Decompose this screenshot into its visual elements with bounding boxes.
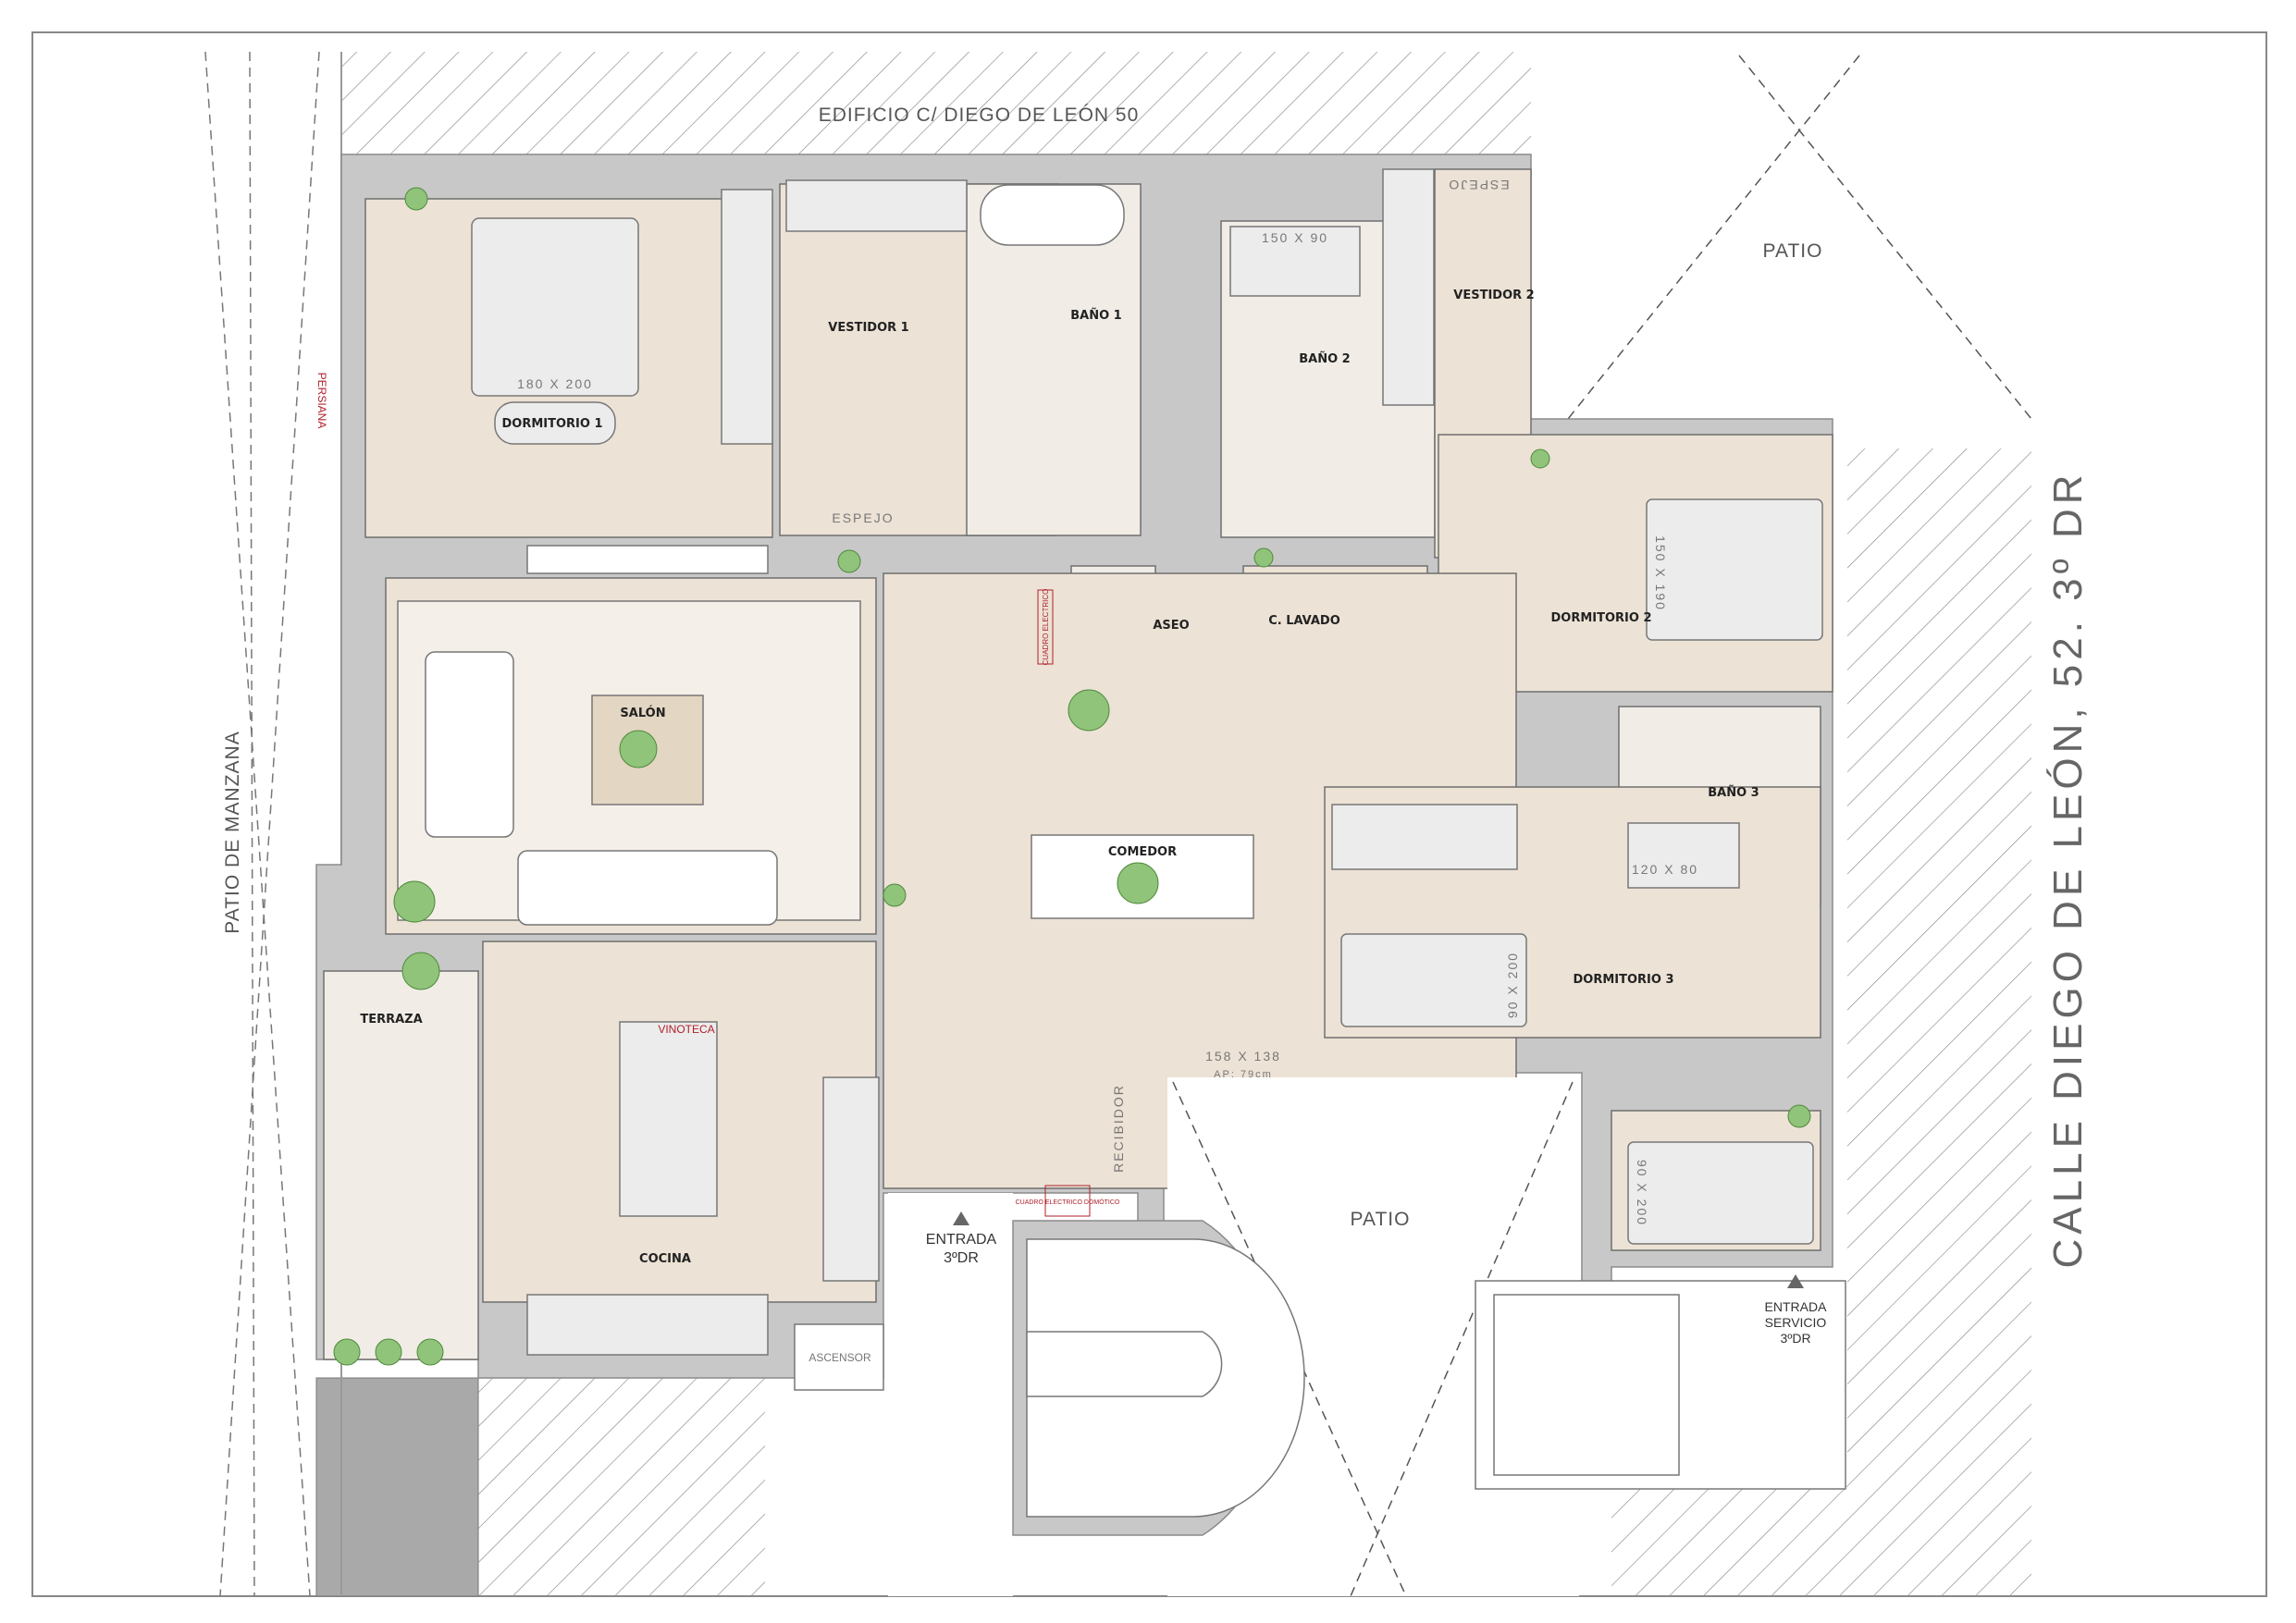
label-dormitorio-1: DORMITORIO 1 <box>501 417 602 431</box>
neighbour-bottom-left <box>478 1378 765 1596</box>
main-entrance-arrow-icon <box>953 1211 969 1225</box>
neighbour-building-right <box>1847 449 2031 1596</box>
shower-2-size: 150 X 90 <box>1262 230 1328 245</box>
cuadro-electrico-box-2 <box>1044 1185 1091 1217</box>
label-dormitorio-3: DORMITORIO 3 <box>1573 973 1673 987</box>
ascensor-box <box>794 1323 884 1391</box>
label-bano-1: BAÑO 1 <box>1070 308 1121 323</box>
window-ap: AP: 79cm <box>1214 1069 1273 1080</box>
espejo-2-label: ESPEJO <box>1447 178 1509 192</box>
label-bano-3: BAÑO 3 <box>1708 785 1759 800</box>
bed-2-size: 150 X 190 <box>1653 535 1668 611</box>
ascensor-label: ASCENSOR <box>809 1351 871 1364</box>
service-entrance-line2: SERVICIO <box>1765 1315 1827 1330</box>
street-label: CALLE DIEGO DE LEÓN, 52. 3º DR <box>2045 471 2091 1269</box>
patio-top-label: PATIO <box>1763 240 1823 262</box>
espejo-1-label: ESPEJO <box>832 510 894 525</box>
window-size: 158 X 138 <box>1205 1049 1281 1064</box>
patio-manzana-label: PATIO DE MANZANA <box>222 731 243 933</box>
label-c-lavado: C. LAVADO <box>1268 614 1340 628</box>
label-bano-2: BAÑO 2 <box>1299 351 1350 366</box>
label-dormitorio-2: DORMITORIO 2 <box>1550 611 1651 625</box>
shower-3-size: 120 X 80 <box>1632 862 1698 877</box>
neighbour-bottom-right <box>1611 1480 1847 1596</box>
cuadro-domotico-label: CUADRO ELECTRICO DOMÓTICO <box>1016 1198 1120 1206</box>
cuadro-electrico-box-1 <box>1037 589 1054 665</box>
service-entrance-line3: 3ºDR <box>1780 1331 1810 1346</box>
label-vestidor-1: VESTIDOR 1 <box>828 321 908 335</box>
terrace-bottom-tiles <box>315 1377 479 1597</box>
service-staircase <box>1475 1280 1846 1490</box>
vinoteca-label: VINOTECA <box>658 1023 714 1036</box>
plant-icons <box>333 187 1811 1366</box>
cuadro-electrico-label: CUADRO ELECTRICO <box>1042 589 1050 666</box>
patio-bottom-label: PATIO <box>1351 1209 1411 1230</box>
label-comedor: COMEDOR <box>1108 845 1177 859</box>
patio-manzana-lines <box>204 51 320 1597</box>
service-entrance-arrow-icon <box>1787 1274 1804 1288</box>
bed-4-size: 90 X 200 <box>1635 1160 1649 1226</box>
label-terraza: TERRAZA <box>360 1013 422 1027</box>
label-cocina: COCINA <box>639 1252 691 1266</box>
service-entrance-line1: ENTRADA <box>1765 1299 1828 1314</box>
terraza[interactable] <box>323 970 479 1360</box>
bed-3-size: 90 X 200 <box>1505 952 1520 1018</box>
bed-1-size: 180 X 200 <box>517 376 593 391</box>
label-vestidor-2: VESTIDOR 2 <box>1453 289 1534 302</box>
neighbour-building-top <box>341 52 1531 154</box>
patio-top-area <box>1536 52 2031 422</box>
main-entrance-line2: 3ºDR <box>944 1250 979 1266</box>
top-building-label: EDIFICIO C/ DIEGO DE LEÓN 50 <box>819 105 1140 126</box>
label-salon: SALÓN <box>620 706 665 720</box>
label-recibidor: RECIBIDOR <box>1111 1084 1126 1173</box>
label-aseo: ASEO <box>1153 619 1189 633</box>
main-staircase <box>1012 1220 1305 1536</box>
main-entrance-line1: ENTRADA <box>926 1232 997 1248</box>
entrance-hall <box>888 1193 1013 1596</box>
persiana-label: PERSIANA <box>315 373 328 429</box>
